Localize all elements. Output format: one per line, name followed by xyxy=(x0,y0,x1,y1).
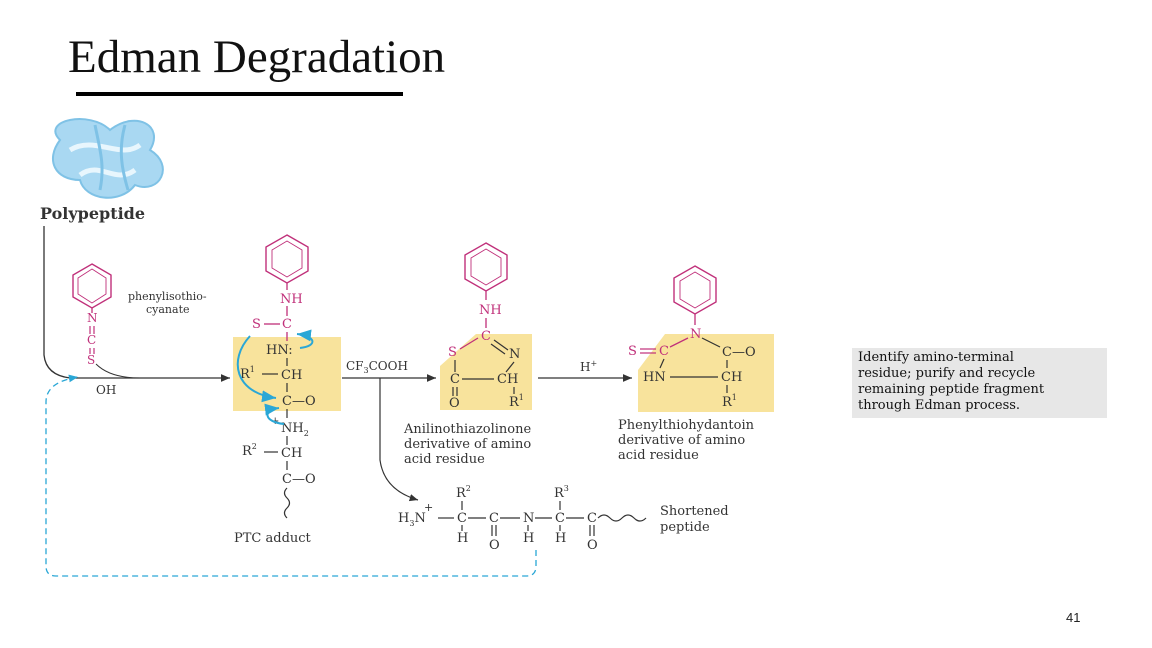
identify-residue-note: Identify amino-terminal residue; purify … xyxy=(852,348,1107,418)
step1-reagent: CF3COOH xyxy=(346,359,408,375)
ptc-r2: R2 xyxy=(242,442,257,459)
pth-ch: CH xyxy=(721,370,742,385)
att-nh: NH xyxy=(479,303,502,318)
att-bond-n-ch xyxy=(505,361,515,373)
att-caption-line2: derivative of amino xyxy=(404,437,531,452)
ptc-co: C—O xyxy=(282,394,316,409)
pth-c-left: C xyxy=(659,344,669,359)
shortened-peptide-structure: H3N + C C N C C R2 R3 H O H H O xyxy=(398,484,647,553)
att-n: N xyxy=(509,347,520,362)
note-line-4: through Edman process. xyxy=(858,398,1021,413)
sp-h2: H xyxy=(523,531,534,546)
sp-h3n: H3N xyxy=(398,511,426,528)
title-underline xyxy=(76,92,403,96)
pth-n: N xyxy=(690,327,701,342)
reagent-atom-c: C xyxy=(87,333,96,347)
shortened-peptide-label-line1: Shortened xyxy=(660,504,729,519)
branch-to-shortened-peptide xyxy=(379,378,419,502)
att-phenyl-ring xyxy=(464,242,508,300)
pth-r1: R1 xyxy=(722,393,737,410)
sp-h1: H xyxy=(457,531,468,546)
ptc-nh: NH xyxy=(280,292,303,307)
ptc-s: S xyxy=(252,317,261,332)
pth-bond-n-cright xyxy=(701,337,721,348)
pth-bond-n-cleft xyxy=(669,337,689,348)
shortened-peptide-label-line2: peptide xyxy=(660,520,710,535)
sp-plus: + xyxy=(424,501,433,514)
phenylthiohydantoin-highlight xyxy=(638,334,774,412)
pth-s: S xyxy=(628,344,637,359)
step2-reagent: H+ xyxy=(580,359,597,374)
ptc-ch2: CH xyxy=(281,446,302,461)
anilinothiazolinone-highlight xyxy=(440,334,532,410)
sp-h3: H xyxy=(555,531,566,546)
sp-c2: C xyxy=(489,511,499,526)
reagent-name-line1: phenylisothio- xyxy=(128,290,207,303)
pth-phenyl-ring xyxy=(673,265,717,325)
oh-label: OH xyxy=(96,383,116,397)
reagent-atom-s: S xyxy=(87,353,95,367)
page-number: 41 xyxy=(1066,610,1081,625)
pth-caption-line3: acid residue xyxy=(618,448,699,463)
mechanism-arrow-3 xyxy=(264,403,285,425)
polypeptide-label: Polypeptide xyxy=(40,204,145,223)
ptc-hn: HN: xyxy=(266,343,293,358)
sp-r3: R3 xyxy=(554,484,569,501)
att-o: O xyxy=(449,396,460,411)
pth-hn: HN xyxy=(643,370,666,385)
ptc-c: C xyxy=(282,317,292,332)
mechanism-arrow-1 xyxy=(296,329,314,349)
pth-caption-line2: derivative of amino xyxy=(618,433,745,448)
note-line-2: residue; purify and recycle xyxy=(858,366,1036,381)
polypeptide-ribbon-icon xyxy=(51,118,164,199)
sp-r2: R2 xyxy=(456,484,471,501)
ptc-nh2: NH2 xyxy=(281,421,309,438)
att-c-top: C xyxy=(481,329,491,344)
att-bond-c-n-double xyxy=(490,343,506,355)
ptc-co2: C—O xyxy=(282,472,316,487)
att-s: S xyxy=(448,345,457,360)
att-bond-c-n xyxy=(493,339,509,351)
ptc-r1: R1 xyxy=(240,365,255,382)
note-line-3: remaining peptide fragment xyxy=(858,382,1045,397)
sp-c3: C xyxy=(555,511,565,526)
att-caption-line1: Anilinothiazolinone xyxy=(403,422,532,437)
phenylisothiocyanate-structure: N C S xyxy=(72,263,112,367)
ptc-ch: CH xyxy=(281,368,302,383)
att-ch: CH xyxy=(497,372,518,387)
reagent-name-line2: cyanate xyxy=(146,303,190,316)
mechanism-arrow-2 xyxy=(236,335,277,403)
att-caption-line3: acid residue xyxy=(404,452,485,467)
sp-o2: O xyxy=(587,538,598,553)
sp-n2: N xyxy=(523,511,534,526)
att-r1: R1 xyxy=(509,393,524,410)
reagent-atom-n: N xyxy=(87,311,98,325)
reagent-connector xyxy=(95,363,141,379)
sp-c1: C xyxy=(457,511,467,526)
ptc-adduct-highlight xyxy=(233,337,341,411)
att-bond-s-c xyxy=(459,337,479,350)
note-line-1: Identify amino-terminal xyxy=(858,350,1014,365)
ptc-phenyl-ring xyxy=(265,234,309,290)
pth-bond-cleft-hn xyxy=(659,358,665,369)
slide-title: Edman Degradation xyxy=(68,31,446,83)
sp-o1: O xyxy=(489,538,500,553)
ptc-caption: PTC adduct xyxy=(234,531,312,546)
pth-c-right: C—O xyxy=(722,345,756,360)
recycle-dashed-arrow xyxy=(45,374,537,577)
pth-caption-line1: Phenylthiohydantoin xyxy=(618,418,755,433)
ptc-chain-wavy xyxy=(283,487,291,519)
sp-c4: C xyxy=(587,511,597,526)
att-c-left: C xyxy=(450,372,460,387)
